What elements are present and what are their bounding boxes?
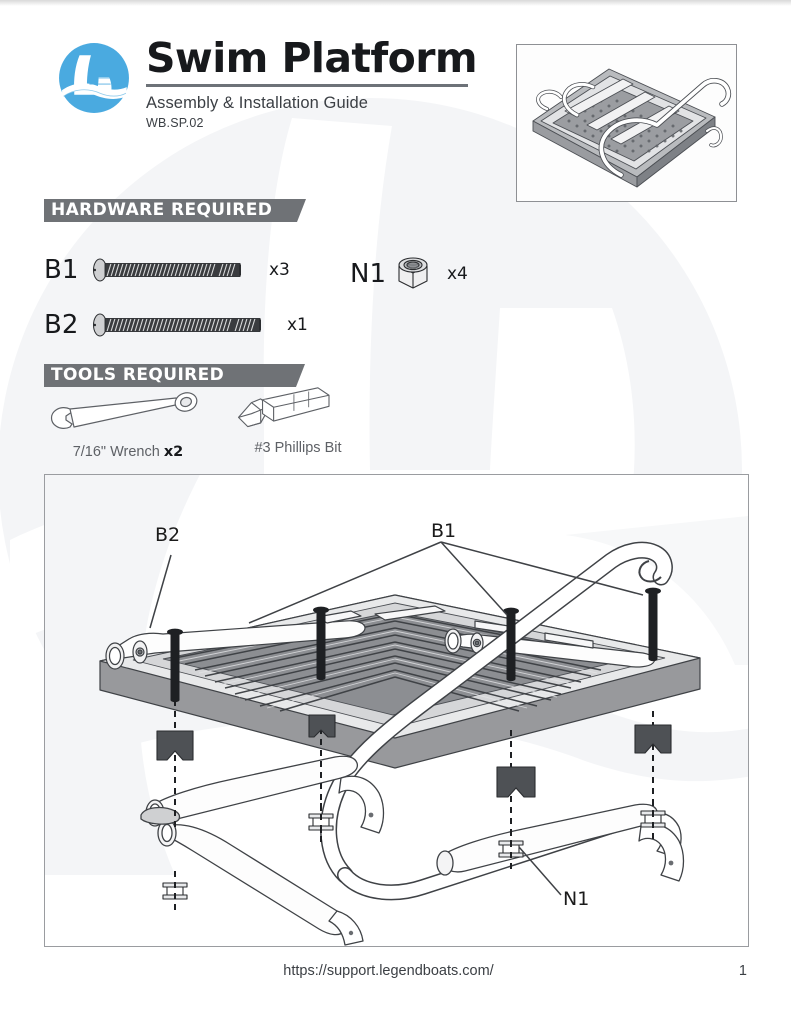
callout-label-n1: N1 bbox=[563, 888, 589, 910]
phillips-bit-icon bbox=[237, 387, 330, 428]
callout-label-b1: B1 bbox=[431, 520, 456, 542]
tools-section-banner: TOOLS REQUIRED bbox=[44, 364, 305, 387]
truss-head-bolt-icon bbox=[93, 313, 261, 337]
tool-label-wrench: 7/16" Wrench x2 bbox=[48, 444, 208, 460]
product-image-box bbox=[516, 44, 737, 202]
swim-platform-product-render bbox=[517, 45, 736, 201]
bolt-b1-instance-2 bbox=[503, 607, 519, 682]
bolt-b1-instance-1 bbox=[313, 606, 329, 681]
swim-platform-exploded-assembly-diagram: B2 B1 N1 bbox=[45, 475, 748, 946]
nut-n1-instance-1 bbox=[162, 882, 188, 900]
tool-name-wrench: 7/16" Wrench bbox=[72, 444, 160, 460]
hardware-item-b2: B2 x1 bbox=[44, 310, 308, 340]
truss-head-bolt-icon bbox=[93, 258, 241, 282]
hardware-qty-b1: x3 bbox=[269, 260, 290, 280]
hardware-qty-n1: x4 bbox=[447, 264, 468, 284]
callout-label-b2: B2 bbox=[155, 524, 180, 546]
bolt-b1-instance-3 bbox=[645, 587, 661, 662]
page-title: Swim Platform bbox=[146, 34, 478, 82]
brand-logo-icon bbox=[56, 40, 132, 116]
title-underline bbox=[146, 84, 468, 87]
nut-n1-instance-3 bbox=[498, 840, 524, 858]
hardware-item-b1: B1 x3 bbox=[44, 255, 290, 285]
hardware-section-banner: HARDWARE REQUIRED bbox=[44, 199, 306, 222]
combination-wrench-icon bbox=[50, 392, 198, 429]
tool-label-phillips-bit: #3 Phillips Bit bbox=[228, 440, 368, 456]
hex-lock-nut-icon bbox=[398, 257, 428, 289]
document-subtitle: Assembly & Installation Guide bbox=[146, 94, 369, 112]
tool-name-phillips-bit: #3 Phillips Bit bbox=[254, 440, 342, 456]
support-url[interactable]: https://support.legendboats.com/ bbox=[283, 963, 494, 979]
tool-item-phillips-bit: #3 Phillips Bit bbox=[228, 386, 368, 456]
hardware-item-n1: N1 x4 bbox=[350, 252, 468, 296]
assembly-diagram-box: B2 B1 N1 bbox=[44, 474, 749, 947]
hardware-code-b2: B2 bbox=[44, 310, 79, 340]
page-footer: https://support.legendboats.com/ 1 bbox=[44, 963, 747, 979]
document-code: WB.SP.02 bbox=[146, 116, 204, 130]
tool-item-wrench: 7/16" Wrench x2 bbox=[48, 390, 208, 460]
hardware-code-b1: B1 bbox=[44, 255, 79, 285]
document-header: Swim Platform Assembly & Installation Gu… bbox=[56, 34, 478, 130]
hardware-qty-b2: x1 bbox=[287, 315, 308, 335]
tool-qty-wrench: x2 bbox=[163, 444, 184, 460]
nut-n1-instance-2 bbox=[308, 813, 334, 831]
hardware-code-n1: N1 bbox=[350, 259, 386, 289]
page-number: 1 bbox=[738, 963, 747, 979]
page-top-edge bbox=[0, 0, 791, 6]
